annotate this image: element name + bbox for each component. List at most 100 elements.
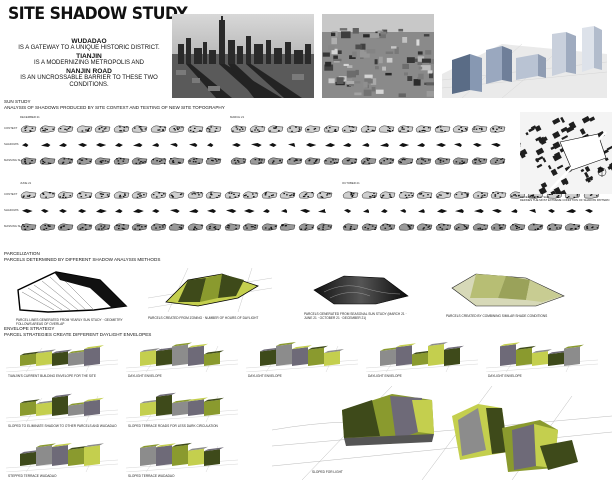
sun-study-thumbnail <box>453 223 470 231</box>
envelope-thumbnail <box>6 345 118 372</box>
envelope-thumbnail <box>6 443 118 472</box>
sun-study-thumbnail <box>187 125 203 133</box>
sun-study-thumbnail <box>168 157 185 165</box>
sun-study-thumbnail <box>492 209 502 213</box>
sun-study-row-label: CONTEXT <box>4 192 18 196</box>
sun-study-thumbnail <box>472 223 488 231</box>
sun-study-thumbnail <box>324 143 335 147</box>
sun-study-thumbnail <box>379 223 396 231</box>
sun-study-thumbnail <box>22 209 33 213</box>
sun-study-row-label: MASSING SHADOWS <box>4 224 33 228</box>
sun-study-thumbnail <box>415 125 432 133</box>
sun-study-thumbnail <box>286 125 302 133</box>
sun-study-thumbnail <box>39 157 55 165</box>
sun-study-thumbnail <box>224 223 240 231</box>
sun-study-thumbnail <box>187 191 203 199</box>
sun-study-row-label: SHADOWS <box>4 208 19 212</box>
aerial-photo-skyline <box>172 14 314 98</box>
sun-study-thumbnail <box>113 157 129 165</box>
sun-study-thumbnail <box>57 191 74 199</box>
sun-study-thumbnail <box>342 223 359 231</box>
sun-study-thumbnail <box>262 209 270 213</box>
envelope-caption: DAYLIGHT ENVELOPE <box>368 374 402 378</box>
sun-study-thumbnail <box>380 143 389 147</box>
envelope-thumbnail <box>246 342 358 372</box>
sun-study-thumbnail <box>170 209 180 213</box>
envelope-caption: SLOPED TERRACE WUDADAO <box>128 474 175 478</box>
sun-study-thumbnail <box>415 157 432 165</box>
sun-study-thumbnail <box>261 191 277 199</box>
sun-study-thumbnail <box>205 191 222 199</box>
parcel-diagram-zoning <box>147 267 273 313</box>
sun-study-thumbnail <box>453 191 470 199</box>
sun-study-thumbnail <box>230 125 247 133</box>
sun-study-row-label: SHADOWS <box>4 142 19 146</box>
sun-study-thumbnail <box>40 143 50 147</box>
sun-study-thumbnail <box>242 223 259 231</box>
sun-study-thumbnail <box>489 125 506 133</box>
parcel-diagram-combined <box>446 268 570 312</box>
sun-study-thumbnail <box>170 143 178 147</box>
sun-study-thumbnail <box>59 143 67 147</box>
sun-study-thumbnail <box>39 223 55 231</box>
sun-study-thumbnail <box>94 223 111 231</box>
sun-study-thumbnail <box>298 191 314 199</box>
intro-place-name: NANJIN ROAD <box>66 67 112 75</box>
sun-study-thumbnail <box>361 223 377 231</box>
sun-study-thumbnail <box>131 223 148 231</box>
envelope-thumbnail <box>366 342 478 372</box>
sun-study-thumbnail <box>306 143 317 147</box>
sun-study-row-label: MASSING SHADOWS <box>4 158 33 162</box>
sun-study-thumbnail <box>491 143 501 147</box>
envelope-caption: SLOPED TO ELIMINATE SHADOW TO OTHER PARC… <box>8 424 117 428</box>
sun-study-thumbnail <box>361 143 369 147</box>
envelope-caption: DAYLIGHT ENVELOPE <box>488 374 522 378</box>
sun-study-thumbnail <box>187 223 203 231</box>
sun-study-thumbnail <box>188 143 197 147</box>
sun-study-thumbnail <box>416 191 433 199</box>
sun-study-thumbnail <box>77 143 87 147</box>
sun-study-thumbnail <box>546 223 562 231</box>
sun-study-group-label: DECEMBER 21 <box>20 115 40 119</box>
sun-study-thumbnail <box>455 209 464 213</box>
sun-study-thumbnail <box>249 125 265 133</box>
sun-study-heading: SUN STUDY ANALYSIS OF SHADOWS PRODUCED B… <box>4 99 225 110</box>
sun-study-thumbnail <box>22 143 29 147</box>
sun-study-thumbnail <box>344 209 352 213</box>
sun-study-thumbnail <box>398 223 414 231</box>
sun-study-thumbnail <box>96 143 107 147</box>
sun-study-thumbnail <box>113 223 129 231</box>
sun-study-thumbnail <box>434 157 450 165</box>
sun-study-thumbnail <box>40 209 49 213</box>
sun-study-thumbnail <box>207 209 217 213</box>
sun-study-thumbnail <box>94 157 111 165</box>
sun-study-thumbnail <box>20 125 37 133</box>
sun-study-thumbnail <box>267 125 284 133</box>
intro-line: IS A MODERNIZING METROPOLIS AND <box>33 60 145 67</box>
sun-study-thumbnail <box>20 223 37 231</box>
sun-study-thumbnail <box>473 209 484 213</box>
sun-study-thumbnail <box>564 223 581 231</box>
sun-study-thumbnail <box>76 191 92 199</box>
sun-study-thumbnail <box>362 209 369 213</box>
sun-study-thumbnail <box>316 191 333 199</box>
sun-study-thumbnail <box>529 209 536 213</box>
sun-study-thumbnail <box>435 223 451 231</box>
sun-study-thumbnail <box>39 125 55 133</box>
sun-study-thumbnail <box>510 209 517 213</box>
sun-study-thumbnail <box>94 125 111 133</box>
sun-study-thumbnail <box>205 157 222 165</box>
sun-study-thumbnail <box>205 223 222 231</box>
sun-study-thumbnail <box>509 223 525 231</box>
parcelization-heading: PARCELIZATION PARCELS DETERMINED BY DIFF… <box>4 251 161 262</box>
sun-study-thumbnail <box>361 191 377 199</box>
intro-line: IS AN UNCROSSABLE BARRIER TO THESE TWO C… <box>20 75 158 89</box>
sun-study-thumbnail <box>341 125 358 133</box>
sun-study-thumbnail <box>287 143 295 147</box>
parcel-diagram-seasonal <box>304 270 416 310</box>
sun-study-thumbnail <box>150 125 166 133</box>
sun-study-thumbnail <box>471 125 487 133</box>
envelope-caption-10: SLOPED FOR LIGHT <box>312 470 343 474</box>
sun-study-thumbnail <box>230 157 247 165</box>
